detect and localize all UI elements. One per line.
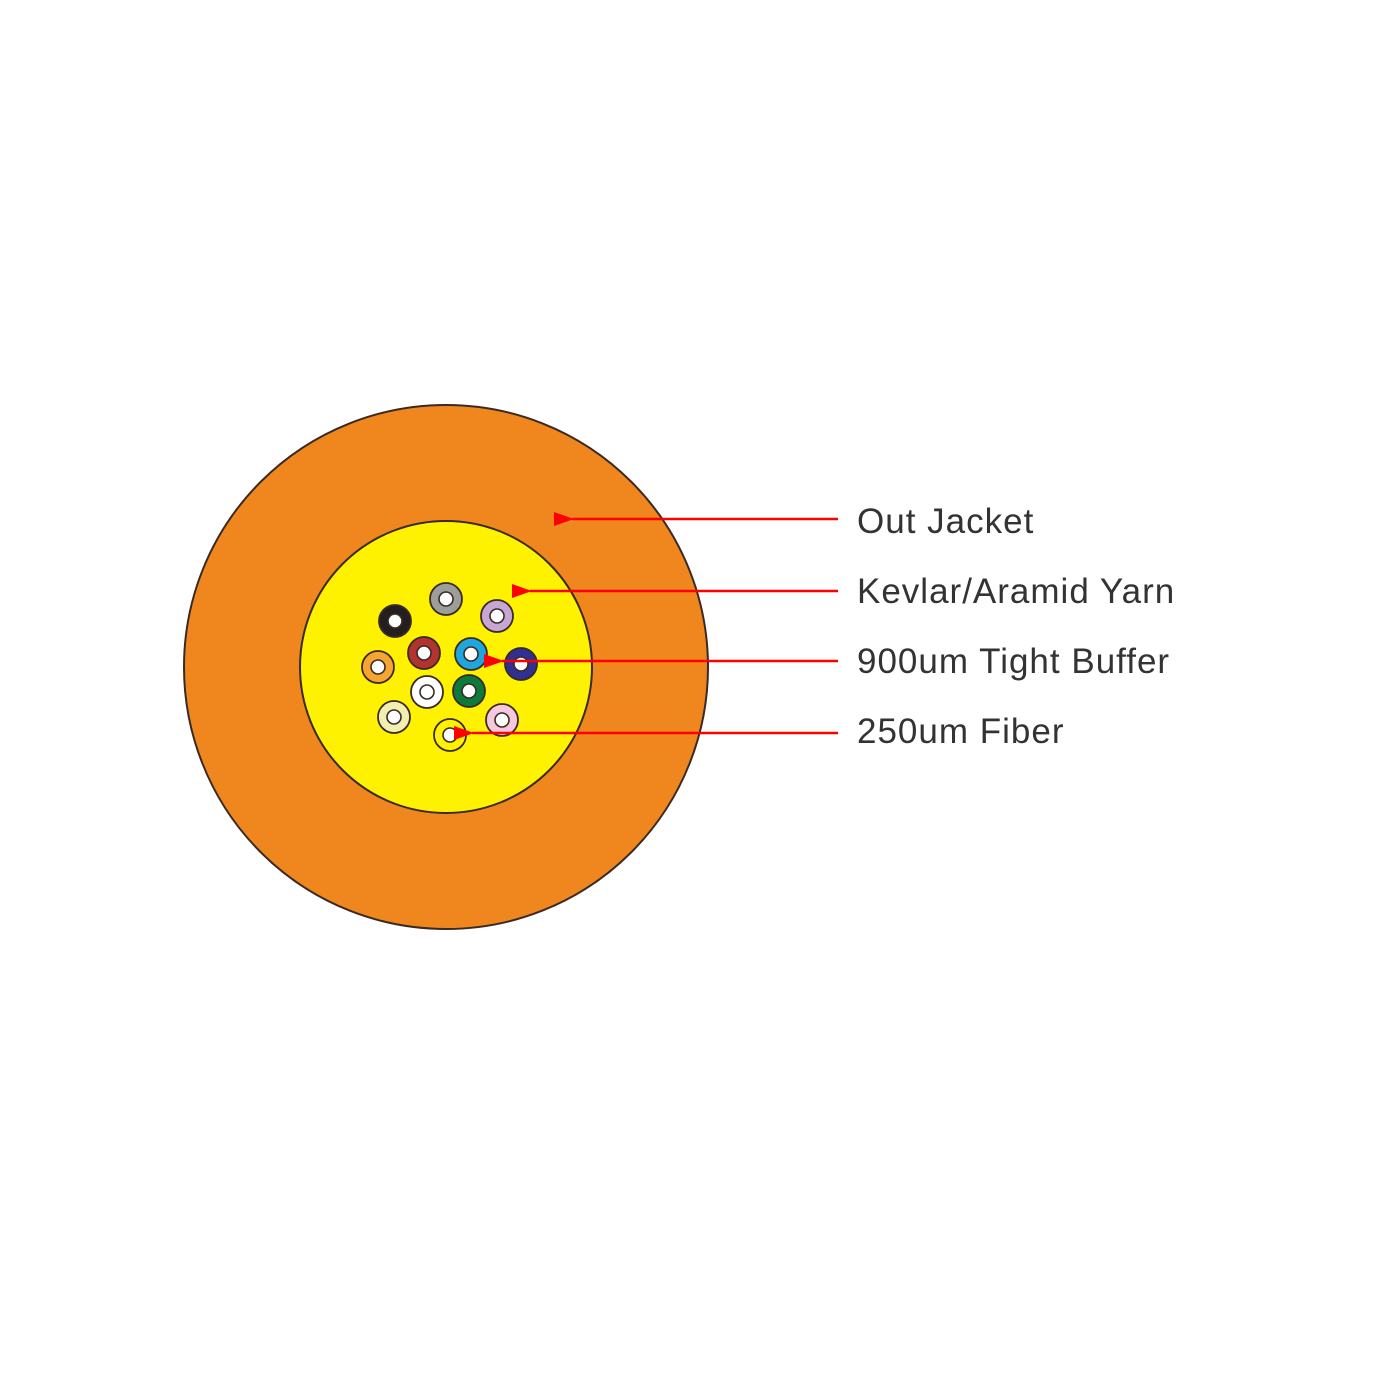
fiber-label: 250um Fiber xyxy=(857,712,1064,751)
tight-buffer-fiber-grey xyxy=(429,582,463,616)
fiber-core-orange xyxy=(370,659,386,675)
fiber-core-aqua xyxy=(463,646,479,662)
fiber-core-grey xyxy=(438,591,454,607)
tight-buffer-fibers xyxy=(361,582,538,752)
tight-buffer-fiber-white xyxy=(410,675,444,709)
tight-buffer-fiber-orange xyxy=(361,650,395,684)
kevlar-aramid-yarn-layer xyxy=(299,520,593,814)
tight-buffer-fiber-yellow xyxy=(433,718,467,752)
tight-buffer-fiber-black xyxy=(378,604,412,638)
tight-buffer-fiber-green xyxy=(452,674,486,708)
tight-buffer-label: 900um Tight Buffer xyxy=(857,642,1170,681)
tight-buffer-fiber-rose xyxy=(485,703,519,737)
fiber-core-white xyxy=(419,684,435,700)
kevlar-yarn-label: Kevlar/Aramid Yarn xyxy=(857,572,1175,611)
fiber-core-blue xyxy=(513,656,529,672)
tight-buffer-fiber-blue xyxy=(504,647,538,681)
fiber-core-brown xyxy=(416,645,432,661)
tight-buffer-fiber-violet xyxy=(480,599,514,633)
fiber-core-light-yellow xyxy=(386,709,402,725)
fiber-core-rose xyxy=(494,712,510,728)
fiber-core-black xyxy=(387,613,403,629)
fiber-core-green xyxy=(461,683,477,699)
tight-buffer-fiber-aqua xyxy=(454,637,488,671)
fiber-core-yellow xyxy=(442,727,458,743)
tight-buffer-fiber-light-yellow xyxy=(377,700,411,734)
fiber-core-violet xyxy=(489,608,505,624)
tight-buffer-fiber-brown xyxy=(407,636,441,670)
out-jacket-label: Out Jacket xyxy=(857,502,1034,541)
